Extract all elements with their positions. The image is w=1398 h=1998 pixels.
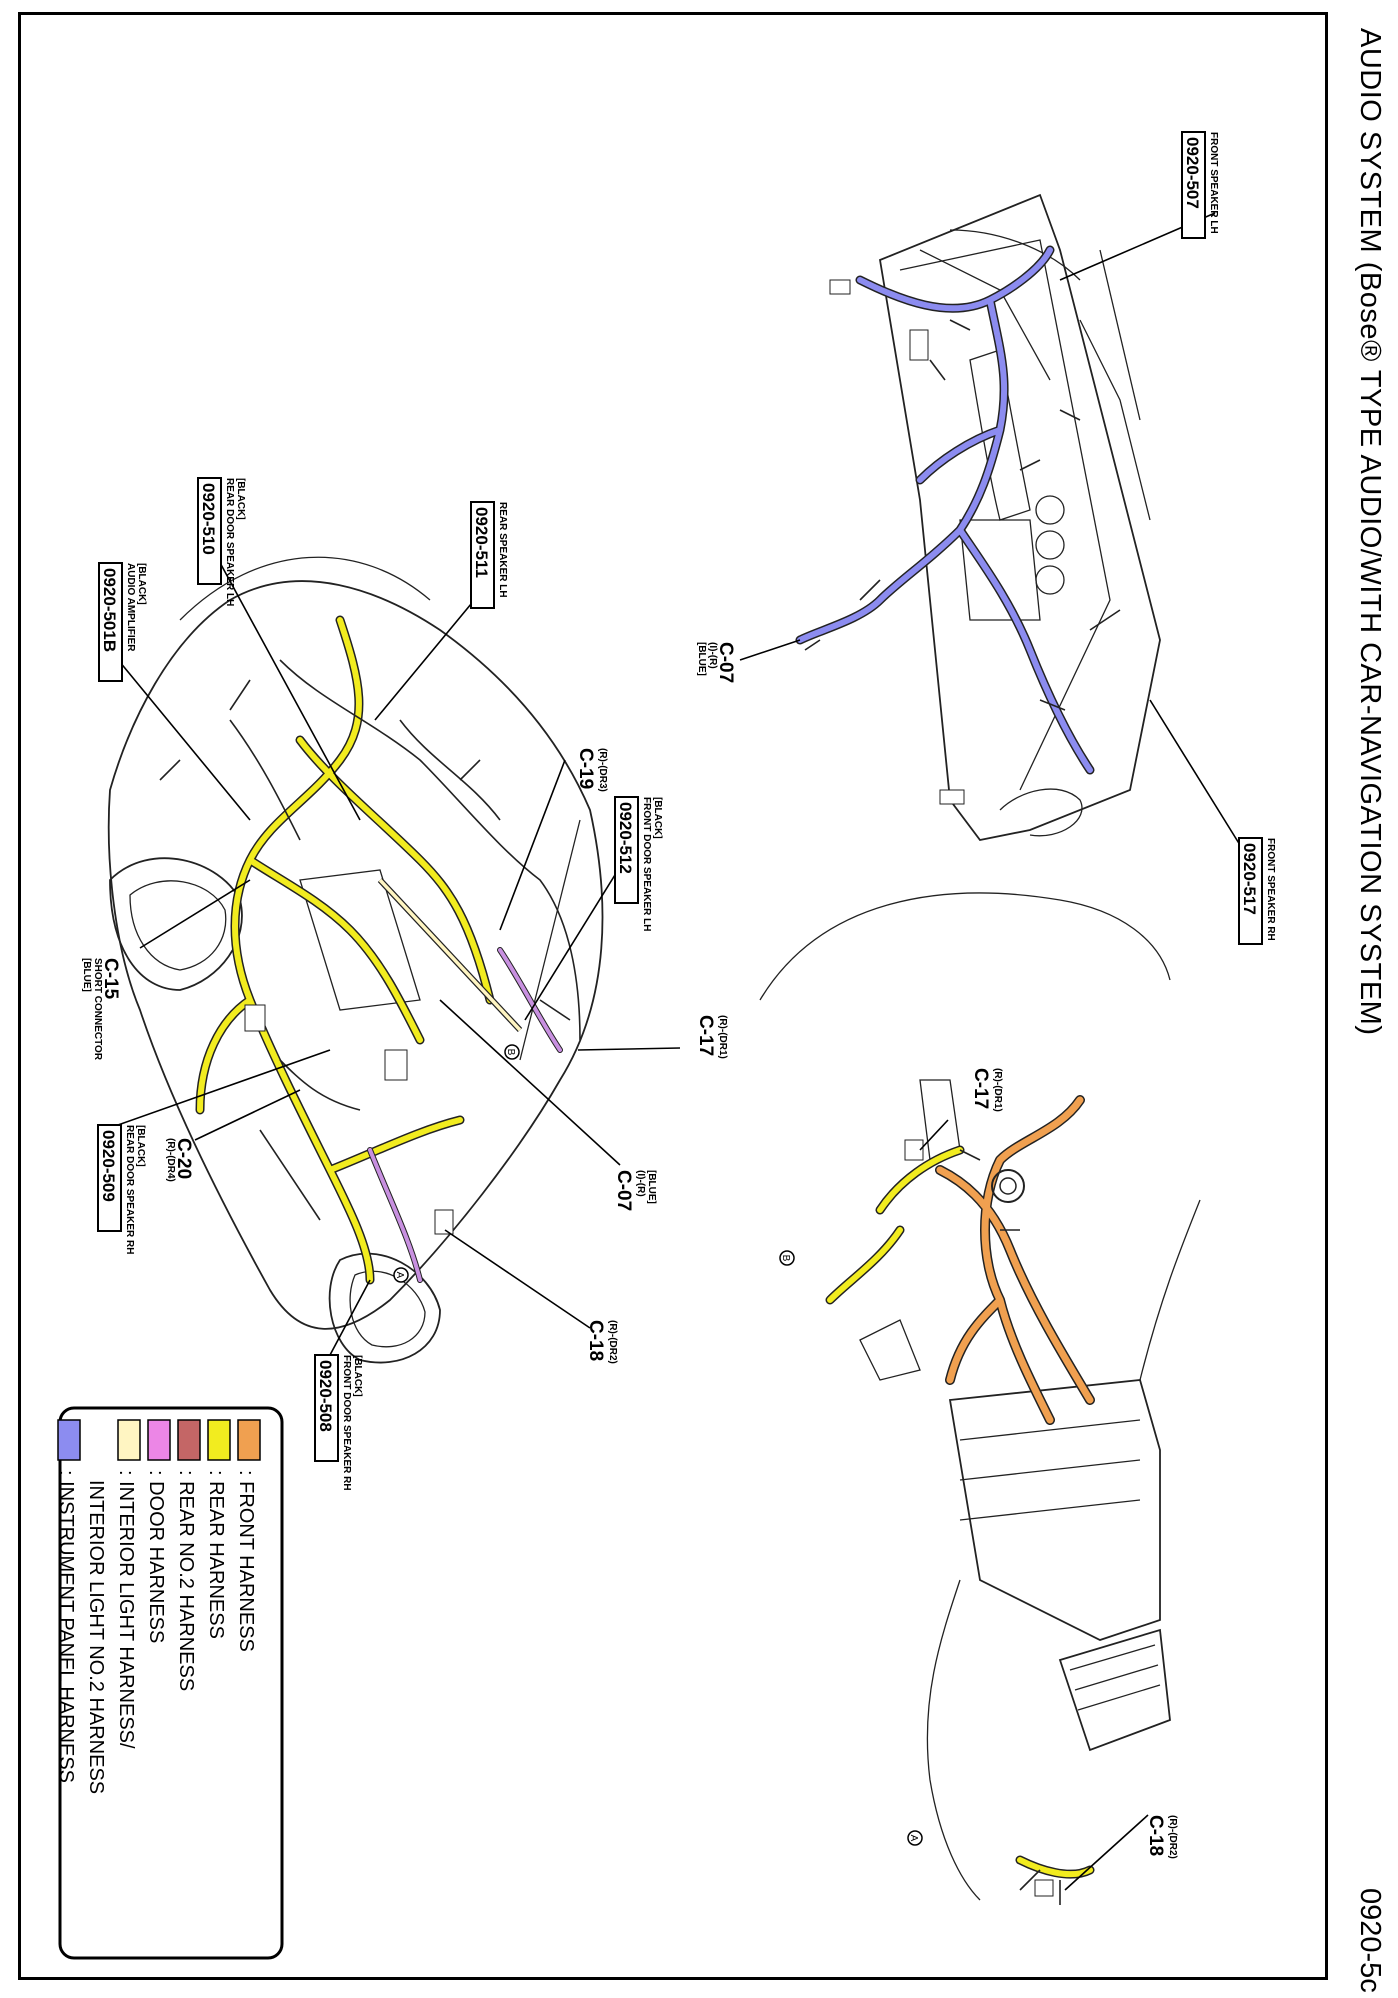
connector-c15: C-15 SHORT CONNECTOR [BLUE]	[81, 958, 121, 1061]
svg-text:C-17: C-17	[695, 1015, 716, 1056]
callout-code: 0920-511	[472, 507, 491, 578]
callout-code: 0920-508	[316, 1360, 335, 1432]
callout-desc: REAR DOOR SPEAKER LH	[224, 478, 235, 606]
callout-desc: FRONT DOOR SPEAKER RH	[341, 1355, 352, 1491]
legend-label: INTERIOR LIGHT NO.2 HARNESS	[85, 1480, 107, 1794]
legend-swatch	[177, 1419, 201, 1461]
callout-code: 0920-507	[1183, 137, 1202, 209]
svg-text:A: A	[908, 1835, 919, 1842]
legend-label: : REAR NO.2 HARNESS	[175, 1470, 197, 1691]
legend-swatch	[207, 1419, 231, 1461]
callout-code: 0920-512	[616, 802, 635, 874]
legend-label: : REAR HARNESS	[205, 1470, 227, 1639]
svg-text:C-19: C-19	[575, 748, 596, 789]
leader-lines	[109, 212, 1241, 1891]
callout-0920-501B: 0920-501B AUDIO AMPLIFIER [BLACK]	[98, 562, 147, 682]
legend-label: : DOOR HARNESS	[145, 1470, 167, 1643]
callout-desc: REAR SPEAKER LH	[497, 502, 508, 598]
marker-a-mid: A	[393, 1267, 409, 1283]
svg-text:C-15: C-15	[100, 958, 121, 1000]
callout-code: 0920-517	[1240, 843, 1259, 915]
connector-c18-mid: (R)-(DR2) C-18	[585, 1320, 618, 1364]
front-harness-view	[759, 892, 1201, 1905]
legend-label: : INTERIOR LIGHT HARNESS/	[115, 1470, 137, 1749]
svg-text:SHORT CONNECTOR: SHORT CONNECTOR	[92, 958, 103, 1061]
svg-text:C-18: C-18	[585, 1320, 606, 1361]
connector-c17-mid: (R)-(DR1) C-17	[695, 1015, 728, 1059]
svg-text:(R)-(DR1): (R)-(DR1)	[717, 1015, 728, 1059]
svg-text:C-17: C-17	[970, 1068, 991, 1109]
page-number: 0920-5c	[1354, 1888, 1386, 1993]
svg-text:(R)-(DR2): (R)-(DR2)	[607, 1320, 618, 1364]
legend-swatch	[237, 1419, 261, 1461]
callout-desc: FRONT SPEAKER RH	[1265, 838, 1276, 941]
instrument-panel-view	[795, 193, 1161, 841]
legend-swatch	[57, 1419, 81, 1461]
callout-code: 0920-509	[99, 1130, 118, 1202]
callout-0920-510: 0920-510 REAR DOOR SPEAKER LH [BLACK]	[197, 477, 246, 606]
connector-c18-right: (R)-(DR2) C-18	[1145, 1815, 1178, 1859]
callout-0920-508: 0920-508 FRONT DOOR SPEAKER RH [BLACK]	[314, 1354, 363, 1491]
callout-0920-512: 0920-512 FRONT DOOR SPEAKER LH [BLACK]	[614, 796, 663, 931]
marker-a-right: A	[907, 1830, 923, 1846]
svg-text:[BLUE]: [BLUE]	[646, 1170, 657, 1204]
svg-text:C-07: C-07	[715, 642, 736, 683]
svg-text:(I)-(R): (I)-(R)	[635, 1170, 646, 1197]
callout-code: 0920-510	[199, 483, 218, 555]
legend-swatch	[117, 1419, 141, 1461]
callout-0920-507: 0920-507 FRONT SPEAKER LH	[1181, 131, 1219, 239]
legend: : FRONT HARNESS : REAR HARNESS : REAR NO.2…	[55, 1406, 284, 1960]
connector-c17-right: (R)-(DR1) C-17	[970, 1068, 1003, 1112]
callout-extra: [BLACK]	[135, 1125, 146, 1167]
callout-0920-517: 0920-517 FRONT SPEAKER RH	[1238, 837, 1276, 945]
callout-desc: AUDIO AMPLIFIER	[125, 563, 136, 652]
legend-label: : FRONT HARNESS	[235, 1470, 257, 1652]
callout-extra: [BLACK]	[136, 563, 147, 605]
callout-desc: REAR DOOR SPEAKER RH	[124, 1125, 135, 1254]
svg-text:C-20: C-20	[173, 1138, 194, 1179]
legend-swatch	[147, 1419, 171, 1461]
connector-c07-mid: [BLUE] (I)-(R) C-07	[613, 1170, 657, 1211]
svg-text:C-07: C-07	[613, 1170, 634, 1211]
callout-0920-511: 0920-511 REAR SPEAKER LH	[470, 501, 508, 609]
marker-b-right: B	[779, 1250, 795, 1266]
svg-text:(R)-(DR4): (R)-(DR4)	[165, 1138, 176, 1182]
svg-text:(R)-(DR3): (R)-(DR3)	[597, 748, 608, 792]
callout-0920-509: 0920-509 REAR DOOR SPEAKER RH [BLACK]	[97, 1124, 146, 1254]
svg-text:B: B	[505, 1049, 516, 1056]
connector-c20: C-20 (R)-(DR4)	[165, 1138, 194, 1182]
legend-label: : INSTRUMENT PANEL HARNESS	[55, 1470, 77, 1783]
car-body-view	[107, 556, 604, 1364]
callout-code: 0920-501B	[100, 568, 119, 652]
svg-text:B: B	[780, 1255, 791, 1262]
callout-desc: FRONT DOOR SPEAKER LH	[641, 797, 652, 931]
marker-b-mid: B	[504, 1044, 520, 1060]
page-frame	[18, 12, 1328, 1980]
callout-desc: FRONT SPEAKER LH	[1208, 132, 1219, 234]
connector-c07-top: C-07 (I)-(R) [BLUE]	[696, 642, 736, 683]
svg-text:(R)-(DR1): (R)-(DR1)	[992, 1068, 1003, 1112]
callout-extra: [BLACK]	[235, 478, 246, 520]
page-title: AUDIO SYSTEM (Bose® TYPE AUDIO/WITH CAR-…	[1354, 28, 1386, 1036]
svg-text:A: A	[394, 1272, 405, 1279]
callout-extra: [BLACK]	[652, 797, 663, 839]
svg-text:[BLUE]: [BLUE]	[696, 642, 707, 676]
svg-text:(R)-(DR2): (R)-(DR2)	[1167, 1815, 1178, 1859]
connector-c19: (R)-(DR3) C-19	[575, 748, 608, 792]
svg-text:(I)-(R): (I)-(R)	[707, 642, 718, 669]
svg-text:C-18: C-18	[1145, 1815, 1166, 1856]
callout-extra: [BLACK]	[352, 1355, 363, 1397]
svg-text:[BLUE]: [BLUE]	[81, 958, 92, 992]
